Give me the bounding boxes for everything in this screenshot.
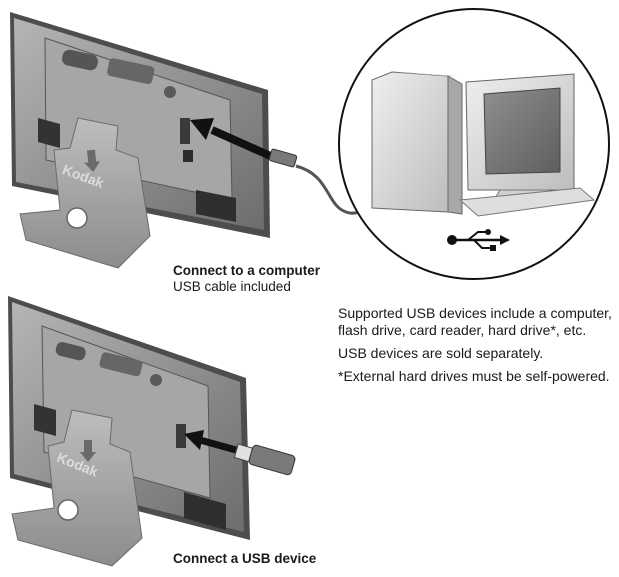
caption-connect-computer: Connect to a computer USB cable included bbox=[173, 263, 320, 295]
caption-connect-usb-device: Connect a USB device bbox=[173, 551, 316, 567]
computer-circle bbox=[338, 8, 610, 280]
note-sold-separately: USB devices are sold separately. bbox=[338, 345, 544, 361]
caption-title: Connect to a computer bbox=[173, 263, 321, 278]
usb-icon bbox=[447, 229, 510, 251]
usb-flash-drive bbox=[233, 443, 296, 476]
note-hard-drives: *External hard drives must be self-power… bbox=[338, 368, 610, 384]
note-supported-devices: Supported USB devices include a computer… bbox=[338, 305, 612, 338]
usb-notes: Supported USB devices include a computer… bbox=[338, 305, 618, 391]
stand-bottom: Kodak bbox=[11, 409, 143, 567]
stand-top: Kodak bbox=[19, 117, 151, 269]
arrow-bottom bbox=[184, 430, 237, 454]
arrow-top bbox=[190, 118, 277, 162]
caption-title-2: Connect a USB device bbox=[173, 551, 317, 566]
caption-subtitle: USB cable included bbox=[173, 279, 291, 294]
